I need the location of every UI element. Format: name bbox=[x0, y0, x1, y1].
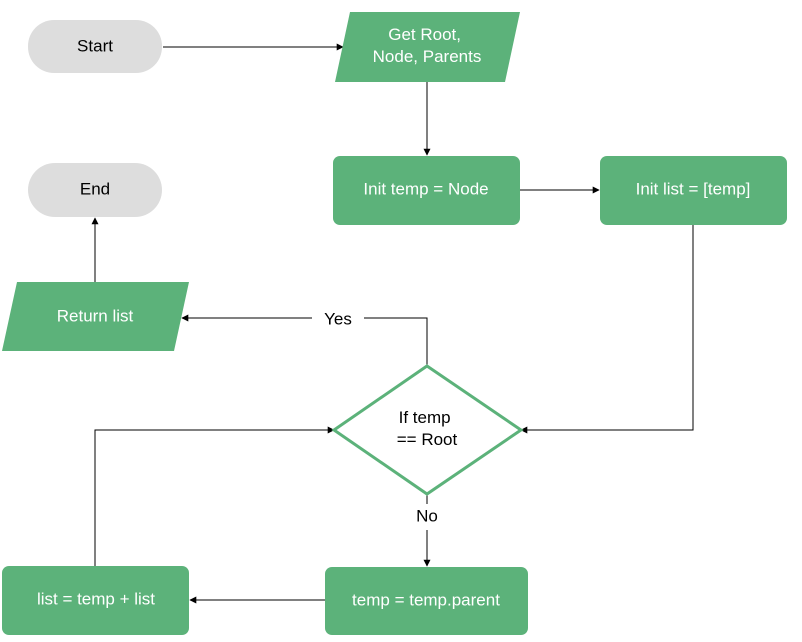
decision-node: If temp == Root bbox=[331, 364, 524, 496]
temp-parent-label: temp = temp.parent bbox=[352, 590, 500, 609]
list-update-label: list = temp + list bbox=[37, 589, 155, 608]
return-list-label: Return list bbox=[57, 306, 134, 325]
temp-parent-process-shape bbox=[325, 567, 528, 635]
end-terminal-shape bbox=[28, 163, 162, 217]
arrow-decision-yes-to-return bbox=[181, 314, 428, 366]
return-list-parallelogram-shape bbox=[2, 282, 189, 351]
decision-diamond-shape bbox=[331, 364, 524, 496]
yes-label-background bbox=[312, 306, 364, 332]
end-label: End bbox=[80, 179, 110, 198]
list-update-process-shape bbox=[2, 566, 189, 635]
init-temp-process-shape bbox=[333, 156, 520, 225]
decision-label: If temp == Root bbox=[397, 408, 458, 449]
input-label-line-1: Get Root, bbox=[388, 25, 461, 44]
return-list-node: Return list bbox=[2, 282, 189, 351]
init-list-label: Init list = [temp] bbox=[636, 179, 751, 198]
input-label: Get Root, Node, Parents bbox=[373, 25, 482, 66]
temp-parent-node: temp = temp.parent bbox=[325, 567, 528, 635]
list-update-node: list = temp + list bbox=[2, 566, 189, 635]
no-label-background bbox=[407, 504, 447, 530]
start-node: Start bbox=[28, 20, 162, 73]
input-label-line-2: Node, Parents bbox=[373, 47, 482, 66]
arrow-init-list-to-decision bbox=[520, 225, 694, 434]
yes-label: Yes bbox=[324, 309, 352, 328]
decision-label-line-1: If temp bbox=[399, 408, 451, 427]
start-label: Start bbox=[77, 36, 113, 55]
init-list-node: Init list = [temp] bbox=[600, 156, 787, 225]
connectors bbox=[91, 43, 694, 604]
input-node: Get Root, Node, Parents bbox=[335, 12, 520, 82]
init-temp-label: Init temp = Node bbox=[363, 179, 488, 198]
no-label: No bbox=[416, 506, 438, 525]
input-parallelogram-shape bbox=[335, 12, 520, 82]
end-node: End bbox=[28, 163, 162, 217]
arrow-list-update-to-decision bbox=[94, 426, 335, 566]
init-list-process-shape bbox=[600, 156, 787, 225]
init-temp-node: Init temp = Node bbox=[333, 156, 520, 225]
decision-label-line-2: == Root bbox=[397, 430, 458, 449]
start-terminal-shape bbox=[28, 20, 162, 73]
